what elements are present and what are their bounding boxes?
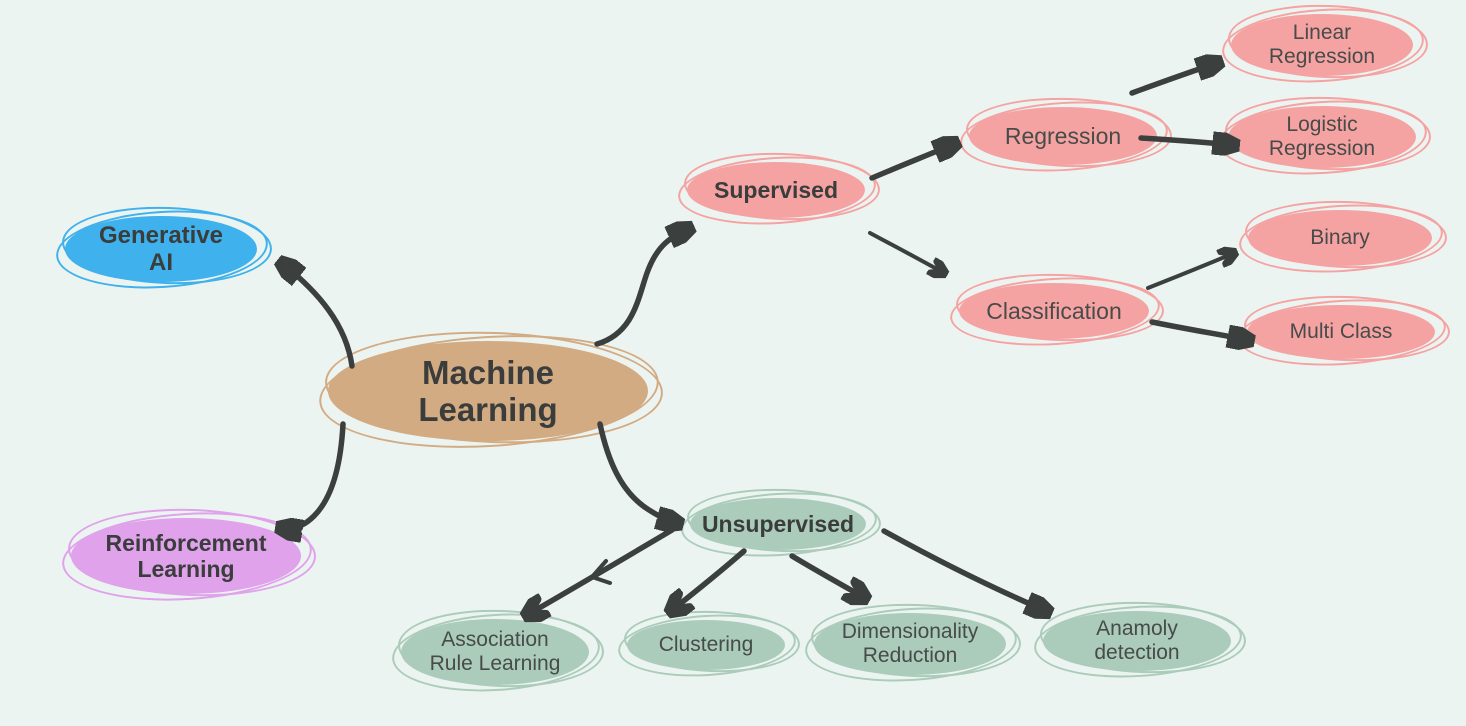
node-label: Dimensionality Reduction [841,620,979,667]
node-generative-ai: Generative AI [65,216,257,282]
edge-unsupervised-to-clustering [671,548,747,611]
node-label: Logistic Regression [1268,113,1376,160]
node-label: Association Rule Learning [429,628,561,675]
node-machine-learning: Machine Learning [328,341,648,441]
edge-unsupervised-to-anamoly-detection [881,528,1046,611]
edge-machine-learning-to-supervised [594,229,688,347]
edge-machine-learning-to-unsupervised [597,421,677,523]
edge-classification-to-binary [1146,253,1234,290]
edge-unsupervised-to-association-rule-learning [527,527,675,615]
node-label: Regression [1004,123,1122,149]
node-unsupervised: Unsupervised [690,498,866,550]
node-label: Classification [986,298,1122,324]
node-label: Generative AI [98,221,224,276]
node-dimensionality-reduction: Dimensionality Reduction [814,613,1006,675]
edge-classification-to-multi-class [1149,319,1248,340]
node-multi-class: Multi Class [1247,305,1435,359]
node-logistic-regression: Logistic Regression [1228,106,1416,168]
node-label: Reinforcement Learning [105,530,267,582]
edge-regression-to-linear-regression [1129,63,1217,96]
edge-unsupervised-to-association-mid-arrowhead [590,559,612,585]
edge-supervised-to-classification [868,231,944,273]
node-label: Supervised [714,177,838,203]
node-label: Clustering [658,633,754,657]
node-reinforcement-learning: Reinforcement Learning [71,518,301,594]
node-regression: Regression [969,107,1157,165]
edge-machine-learning-to-generative-ai [283,264,355,369]
node-anamoly-detection: Anamoly detection [1043,611,1231,671]
node-linear-regression: Linear Regression [1231,14,1413,76]
node-binary: Binary [1248,210,1432,266]
node-label: Unsupervised [701,511,855,537]
node-association-rule-learning: Association Rule Learning [401,619,589,685]
edge-supervised-to-regression [869,144,954,181]
node-label: Linear Regression [1268,21,1376,68]
node-label: Binary [1310,226,1370,250]
edge-machine-learning-to-reinforcement-learning [282,421,346,529]
node-classification: Classification [959,283,1149,339]
node-supervised: Supervised [687,162,865,218]
node-label: Multi Class [1289,320,1393,344]
node-label: Anamoly detection [1094,617,1180,664]
node-clustering: Clustering [627,620,785,670]
edge-unsupervised-to-dimensionality-reduction [789,553,865,598]
node-label: Machine Learning [418,353,558,428]
